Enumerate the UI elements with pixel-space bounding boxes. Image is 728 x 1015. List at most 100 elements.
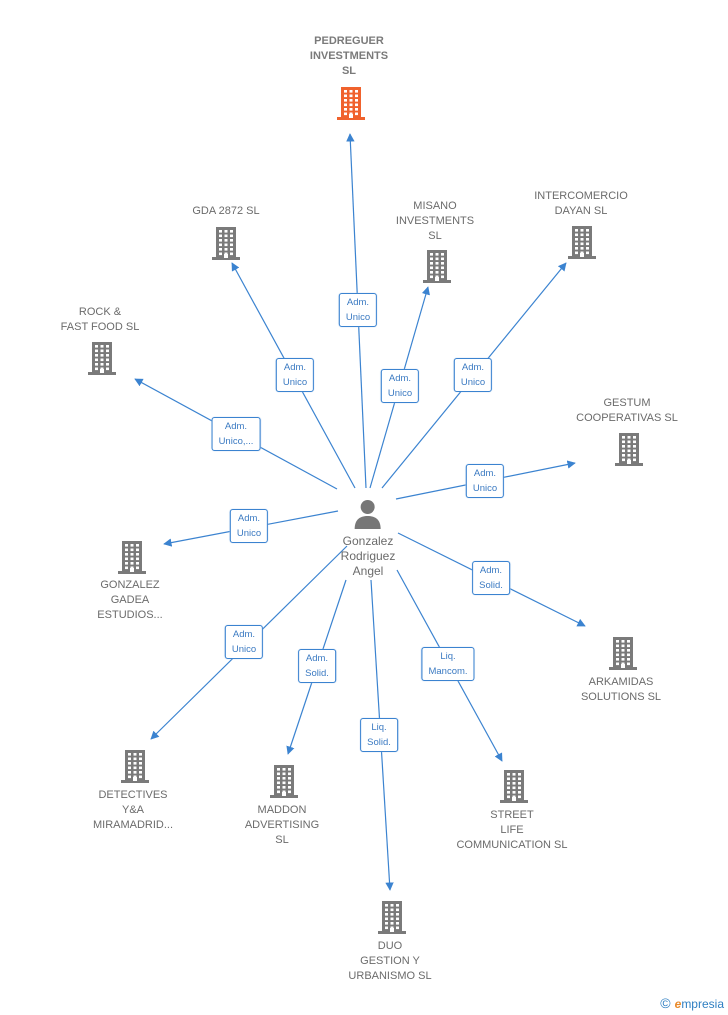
relation-badge-line: Adm.	[232, 629, 256, 640]
company-label-line: INVESTMENTS	[395, 215, 475, 227]
relation-badge-line: Adm.	[346, 297, 370, 308]
company-node-street[interactable]	[498, 769, 530, 808]
relation-badge-line: Adm.	[473, 468, 497, 479]
relation-badge-duo[interactable]: Liq. Solid.	[360, 718, 398, 752]
relation-badge-gda[interactable]: Adm. Unico	[275, 358, 315, 392]
company-label-line: ARKAMIDAS	[588, 676, 654, 688]
company-label-line: MISANO	[413, 200, 457, 212]
person-name-line: Angel	[352, 564, 384, 578]
company-label-detectives[interactable]: DETECTIVES Y&A MIRAMADRID...	[93, 788, 173, 833]
company-label-rock[interactable]: ROCK & FAST FOOD SL	[61, 305, 140, 335]
company-label-line: GADEA	[110, 594, 150, 606]
brand-initial: e	[674, 997, 682, 1011]
company-label-intercomercio[interactable]: INTERCOMERCIO DAYAN SL	[534, 189, 628, 219]
relation-badge-pedreguer[interactable]: Adm. Unico	[338, 293, 378, 327]
relation-badge-line: Unico	[387, 388, 413, 399]
relation-badge-line: Adm.	[305, 653, 329, 664]
company-node-pedreguer[interactable]	[335, 86, 367, 125]
building-icon	[423, 250, 451, 283]
company-node-gonzalez[interactable]	[116, 540, 148, 579]
company-label-line: SOLUTIONS SL	[580, 691, 662, 703]
person-node-gonzalez-rodriguez-angel[interactable]: Gonzalez Rodriguez Angel	[341, 498, 396, 579]
company-label-line: FAST FOOD SL	[60, 321, 140, 333]
company-node-arkamidas[interactable]	[607, 636, 639, 675]
company-label-line: COOPERATIVAS SL	[576, 412, 678, 424]
relation-badge-line: Unico	[345, 312, 371, 323]
company-node-gestum[interactable]	[613, 432, 645, 471]
relation-badge-line: Unico	[236, 528, 262, 539]
company-label-line: PEDREGUER	[314, 35, 384, 47]
building-icon	[337, 87, 365, 120]
company-label-duo[interactable]: DUO GESTION Y URBANISMO SL	[348, 939, 431, 984]
company-label-line: SL	[275, 834, 289, 846]
building-icon	[615, 433, 643, 466]
person-name-line: Gonzalez	[342, 534, 394, 548]
company-node-detectives[interactable]	[119, 749, 151, 788]
relation-badge-misano[interactable]: Adm. Unico	[380, 369, 420, 403]
relation-badge-street[interactable]: Liq. Mancom.	[421, 647, 475, 681]
company-label-line: Y&A	[121, 804, 144, 816]
company-node-maddon[interactable]	[268, 764, 300, 803]
company-node-duo[interactable]	[376, 900, 408, 939]
company-label-line: DETECTIVES	[98, 789, 168, 801]
company-label-line: MADDON	[257, 804, 307, 816]
company-label-line: STREET	[490, 809, 534, 821]
relation-badge-intercomercio[interactable]: Adm. Unico	[453, 358, 493, 392]
building-icon	[500, 770, 528, 803]
relation-badge-line: Unico,...	[218, 436, 254, 447]
relation-badge-line: Adm.	[283, 362, 307, 373]
company-label-line: DAYAN SL	[554, 205, 608, 217]
relation-badge-line: Liq.	[371, 722, 387, 733]
relation-badge-line: Adm.	[479, 565, 503, 576]
building-icon	[270, 765, 298, 798]
empresia-watermark: ©empresia	[660, 995, 724, 1011]
company-label-line: INTERCOMERCIO	[534, 190, 628, 202]
company-label-line: ROCK &	[78, 306, 122, 318]
company-label-line: LIFE	[500, 824, 524, 836]
company-label-line: SL	[428, 230, 442, 242]
building-icon	[118, 541, 146, 574]
relation-badge-rock[interactable]: Adm. Unico,...	[211, 417, 261, 451]
relation-badge-line: Unico	[460, 377, 486, 388]
building-icon	[568, 226, 596, 259]
relation-badge-gonzalez[interactable]: Adm. Unico	[229, 509, 269, 543]
relation-badge-line: Solid.	[479, 580, 503, 591]
relation-badge-line: Mancom.	[428, 666, 468, 677]
company-node-intercomercio[interactable]	[566, 225, 598, 264]
relation-badge-maddon[interactable]: Adm.Solid.	[298, 649, 336, 683]
relation-badge-line: Adm.	[461, 362, 485, 373]
relation-badge-line: Adm.	[224, 421, 248, 432]
company-label-line: ADVERTISING	[244, 819, 320, 831]
company-label-line: MIRAMADRID...	[92, 819, 174, 831]
relation-badge-arkamidas[interactable]: Adm. Solid.	[472, 561, 510, 595]
relation-badge-line: Unico	[282, 377, 308, 388]
building-icon	[378, 901, 406, 934]
relation-badge-gestum[interactable]: Adm. Unico	[465, 464, 505, 498]
company-node-misano[interactable]	[421, 249, 453, 288]
company-label-street[interactable]: STREET LIFE COMMUNICATION SL	[456, 808, 567, 853]
company-label-line: DUO	[377, 940, 403, 952]
building-icon	[88, 342, 116, 375]
company-label-maddon[interactable]: MADDON ADVERTISING SL	[245, 803, 319, 848]
building-icon	[212, 227, 240, 260]
company-label-arkamidas[interactable]: ARKAMIDAS SOLUTIONS SL	[581, 675, 661, 705]
relation-badge-line: Solid.	[367, 737, 391, 748]
company-label-misano[interactable]: MISANO INVESTMENTS SL	[396, 199, 474, 244]
company-label-line: GESTION Y	[360, 955, 420, 967]
company-label-gda[interactable]: GDA 2872 SL	[192, 204, 259, 219]
company-label-line: URBANISMO SL	[348, 970, 432, 982]
relation-badge-detectives[interactable]: Adm.Unico	[224, 625, 264, 659]
company-label-line: INVESTMENTS	[309, 50, 389, 62]
company-label-line: COMMUNICATION SL	[456, 839, 568, 851]
relation-badge-line: Liq.	[440, 651, 456, 662]
relation-badge-line: Adm.	[388, 373, 412, 384]
brand-rest: mpresia	[681, 997, 724, 1011]
relation-badge-line: Adm.	[237, 513, 261, 524]
company-node-rock[interactable]	[86, 341, 118, 380]
person-name: Gonzalez Rodriguez Angel	[341, 534, 396, 579]
company-node-gda[interactable]	[210, 226, 242, 265]
relation-badge-line: Unico	[472, 483, 498, 494]
